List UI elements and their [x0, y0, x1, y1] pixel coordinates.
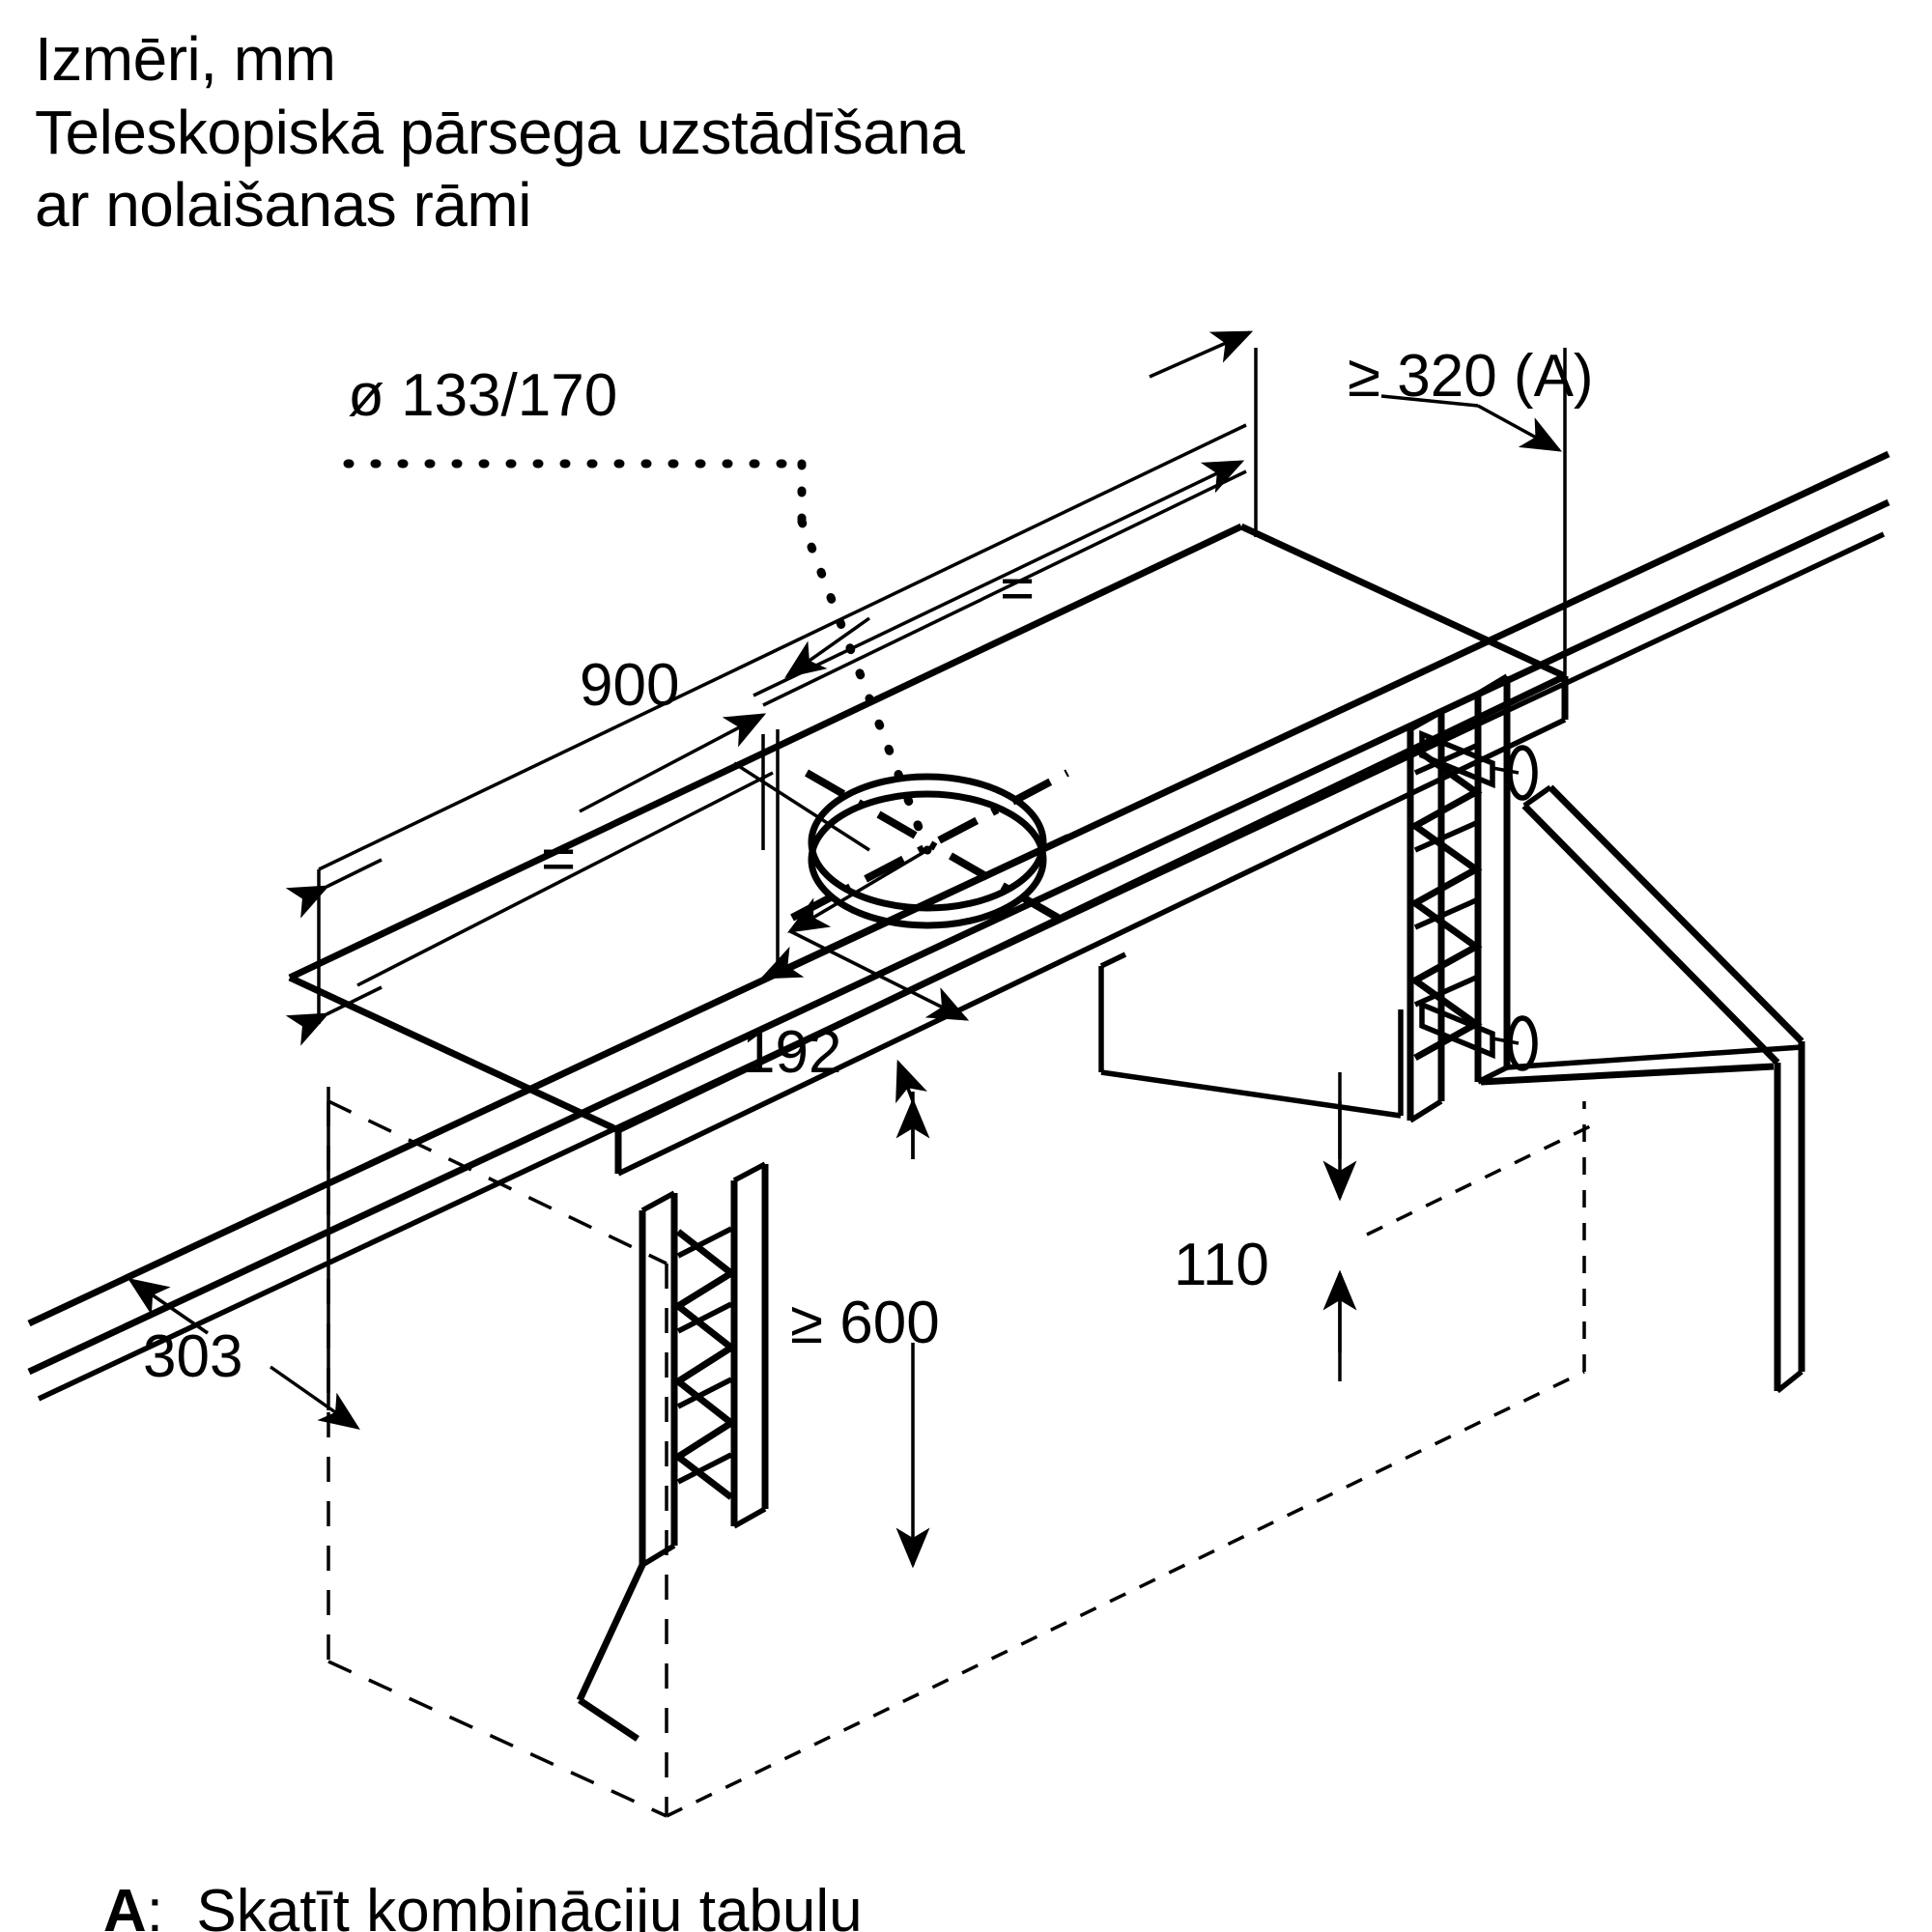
title-line-1: Izmēri, mm — [35, 24, 336, 94]
telescopic-hood-body — [1098, 952, 1404, 1119]
duct-outlet-ellipse — [790, 769, 1069, 929]
upper-cabinet-top-panel — [288, 523, 1567, 1134]
footnote-text: Skatīt kombināciju tabulu — [196, 1878, 863, 1932]
footnote: A: Skatīt kombināciju tabulu — [37, 1808, 863, 1932]
footnote-separator: : — [146, 1878, 197, 1932]
dim-900-extension-rails — [285, 423, 1247, 1046]
dim-label-min-height-600: ≥ 600 — [790, 1290, 940, 1356]
dim-label-min-top-clearance: ≥ 320 (A) — [1348, 343, 1594, 410]
right-cabinet-side-panel — [1406, 673, 1538, 1123]
left-cabinet-lower-edges — [576, 1563, 646, 1742]
dim-min-height-600 — [895, 1059, 930, 1569]
title-line-2: Teleskopiskā pārsega uzstādīšana — [35, 97, 965, 167]
dim-label-depth-303: 303 — [143, 1323, 242, 1390]
dim-label-drop-110: 110 — [1174, 1232, 1269, 1298]
right-cabinet-back-edge — [1480, 1044, 1803, 1086]
dim-label-offset-192: 192 — [742, 1019, 841, 1086]
dim-width-900 — [579, 460, 1247, 980]
right-cabinet-door — [1521, 784, 1805, 1394]
page-title: Izmēri, mm Teleskopiskā pārsega uzstādīš… — [35, 23, 965, 242]
title-line-3: ar nolaišanas rāmi — [35, 170, 531, 241]
left-cabinet-side-panel — [639, 1161, 769, 1568]
hidden-projection-lines — [327, 1099, 1593, 1818]
footnote-marker: A — [102, 1878, 147, 1932]
dim-duct-diameter — [343, 459, 932, 855]
dim-label-width-900: 900 — [580, 652, 679, 719]
svg-text:=: = — [1000, 555, 1035, 622]
dim-min-top-clearance — [1149, 330, 1567, 688]
dim-depth-303 — [128, 1087, 360, 1431]
equal-tick-upper: = — [1000, 555, 1035, 622]
dim-label-duct-diameter: ø 133/170 — [348, 362, 617, 429]
dim-offset-192 — [733, 734, 970, 1021]
